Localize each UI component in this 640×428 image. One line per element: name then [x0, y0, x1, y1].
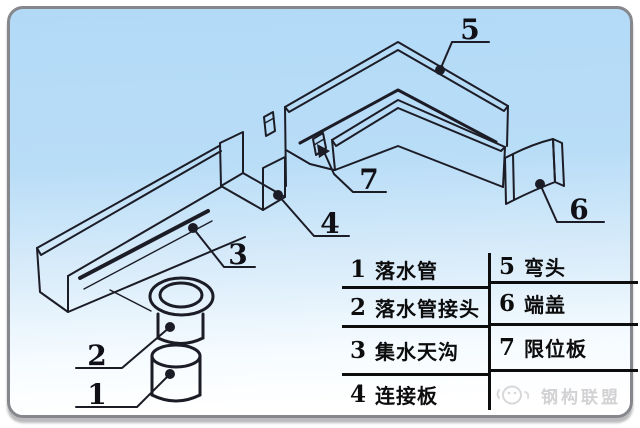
legend-part-number: 6 [499, 290, 516, 317]
elbow-left-end-edge [284, 106, 287, 187]
part-downspout-connector [148, 276, 215, 345]
gutter-back-top-edge [36, 145, 220, 249]
legend-part-name: 连接板 [375, 385, 439, 408]
leader-line [277, 194, 350, 237]
gutter-inner-corner-edge [78, 209, 210, 280]
legend-part-number: 4 [350, 380, 367, 408]
part-downspout-pipe [150, 343, 202, 403]
callout-number: 5 [460, 13, 479, 46]
diagram-card [7, 6, 633, 418]
legend-column-left: 1 落水管 2 落水管接头 3 集水天沟 4 连接板 [342, 252, 488, 412]
leader-line [439, 41, 490, 71]
elbow-back-top-edge [284, 41, 509, 108]
gutter-top-hem [36, 150, 222, 256]
legend-part-name: 端盖 [524, 295, 567, 317]
callout-1: 1 [75, 369, 175, 411]
legend-row: 7 限位板 [491, 326, 638, 372]
limit-plate-outline [263, 111, 276, 137]
pipe-top-rim [150, 343, 202, 369]
part-collecting-gutter [36, 145, 246, 313]
elbow-front-hem [331, 107, 506, 152]
callout-3: 3 [188, 223, 256, 271]
callout-2: 2 [75, 322, 175, 372]
callout-number: 3 [228, 238, 247, 271]
leader-line [192, 227, 256, 268]
elbow-front-top-edge [331, 99, 506, 148]
callout-number: 7 [359, 163, 378, 196]
gutter-outlet-line [109, 289, 152, 312]
legend-part-number: 2 [350, 293, 367, 321]
legend-part-name: 集水天沟 [375, 342, 460, 364]
callout-arrow [317, 144, 330, 158]
callout-5: 5 [435, 13, 490, 75]
limit-plate-fold [313, 138, 325, 146]
part-limit-plate-left [263, 111, 276, 137]
leader-line [75, 326, 171, 369]
part-end-cap [504, 138, 565, 205]
legend-column-right: 5 弯头 6 端盖 7 限位板 钢构联盟 [491, 252, 638, 408]
elbow-front-left-edge [331, 139, 336, 171]
legend-part-number: 3 [350, 337, 367, 364]
connector-neck-bottom [156, 336, 205, 345]
callout-7: 7 [317, 144, 387, 196]
callout-number: 4 [320, 207, 339, 240]
callout-number: 6 [569, 193, 588, 226]
legend-row: 2 落水管接头 [342, 289, 488, 328]
legend-part-number: 5 [499, 253, 516, 280]
part-limit-plate-inner [312, 132, 327, 156]
legend-part-name: 限位板 [524, 339, 588, 361]
elbow-floor-left-edge [285, 149, 335, 171]
legend-part-name: 落水管接头 [375, 298, 481, 321]
callout-6: 6 [535, 179, 605, 226]
elbow-right-end-edge [506, 105, 509, 147]
elbow-inner-corner-edge [298, 88, 498, 145]
legend-divider [488, 253, 491, 410]
connector-flange-outer-rim [148, 276, 215, 317]
elbow-top-hem [284, 49, 509, 113]
legend-row: 5 弯头 [491, 252, 638, 284]
legend-part-name: 弯头 [524, 258, 567, 280]
legend-row: 1 落水管 [342, 252, 488, 289]
watermark-logo-icon [496, 385, 530, 405]
endcap-right-flange [552, 138, 565, 187]
callout-number: 1 [87, 378, 106, 411]
endcap-left-flange [504, 153, 515, 205]
pipe-bottom [150, 393, 202, 403]
leader-line [75, 373, 171, 408]
legend-part-name: 落水管 [375, 260, 439, 283]
leader-line [539, 183, 605, 223]
connector-flange-inner-rim [158, 281, 204, 309]
part-elbow-gutter [284, 41, 509, 188]
leader-line [324, 153, 387, 193]
legend-row: 6 端盖 [491, 284, 638, 326]
legend-part-number: 7 [499, 334, 516, 361]
legend-row: 4 连接板 [342, 376, 488, 412]
limit-plate-fold [264, 117, 275, 124]
endcap-web [512, 138, 556, 201]
gutter-left-end-profile [36, 247, 69, 313]
legend-table: 1 落水管 2 落水管接头 3 集水天沟 4 连接板 5 弯头 6 端盖 7 限… [342, 252, 638, 412]
plate-front-wall [262, 156, 286, 211]
gutter-front-top-edge [67, 186, 222, 277]
legend-part-number: 1 [350, 255, 367, 283]
plate-back-wall [219, 131, 244, 187]
legend-row: 3 集水天沟 [342, 328, 488, 376]
limit-plate-outline [312, 132, 327, 156]
callout-number: 2 [87, 339, 106, 372]
elbow-front-bottom-edge [334, 145, 504, 188]
callout-4: 4 [273, 190, 350, 240]
watermark: 钢构联盟 [491, 372, 638, 408]
gutter-front-bottom-edge [67, 236, 246, 313]
watermark-text: 钢构联盟 [541, 387, 621, 407]
elbow-front-right-edge [502, 146, 506, 188]
